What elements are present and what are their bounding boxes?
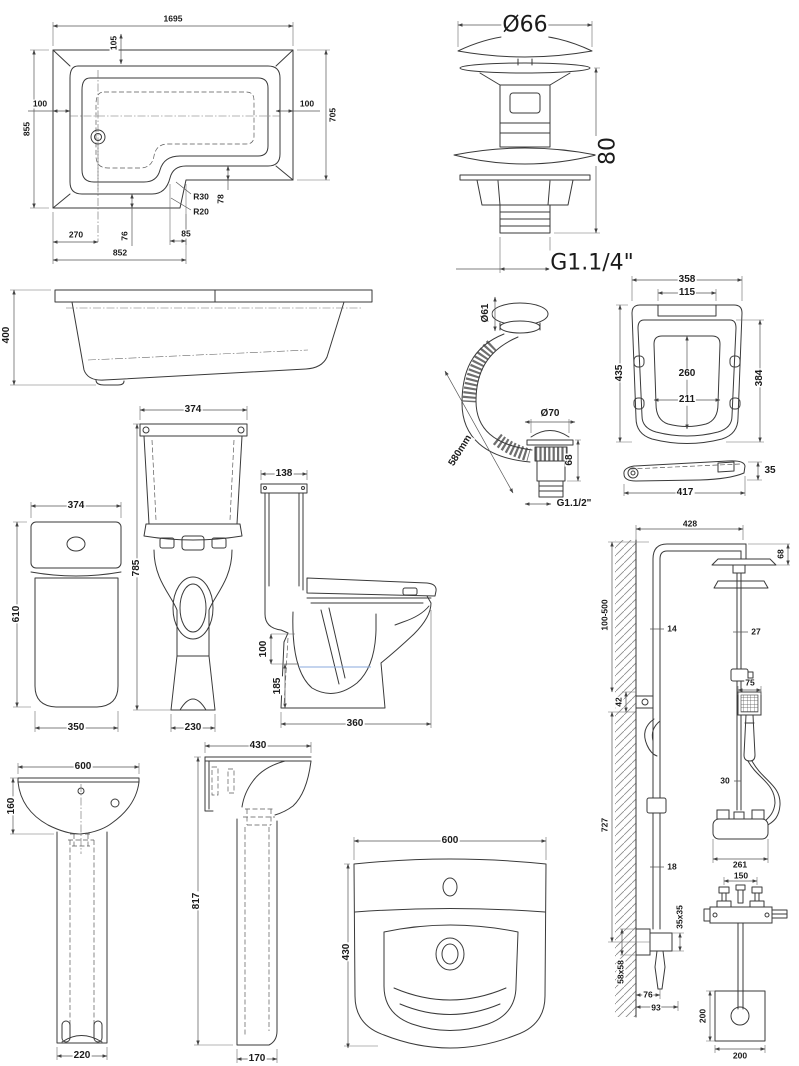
dim-basin-depth: 430 [248,739,268,752]
dim-toilet-height: 785 [130,558,143,578]
toilet-seat-drawing [616,276,764,496]
toilet-front-drawing [133,406,248,732]
bath-overflow-drawing [444,296,581,506]
dim-bath-rim-bottom: 76 [119,230,130,242]
dim-toilet-rear-base: 350 [66,721,86,734]
dim-toilet-rear-height: 610 [10,604,23,624]
dim-bath-rim-step: 78 [215,193,226,205]
dim-bath-radius-outer: R30 [192,191,210,202]
basin-plan-drawing [344,837,547,1049]
dim-shower-head-drop: 68 [775,548,786,560]
dim-seat-hinge-centres: 115 [677,286,697,299]
dim-bath-right-height: 705 [327,106,338,124]
dim-shower-column-dia: 27 [750,626,762,637]
dim-toilet-rear-width: 374 [66,499,86,512]
dim-shower-lower-height: 727 [599,816,610,834]
dim-seat-lid-depth: 384 [753,368,766,388]
dim-bath-length: 1695 [162,13,184,24]
dim-bath-rim-top: 105 [108,34,119,52]
basin-pedestal-side-drawing [194,742,312,1063]
bath-plan-drawing [28,22,330,264]
basin-pedestal-front-view: 600 160 220 [5,750,143,1066]
dim-shower-arm-reach: 428 [681,518,699,529]
dim-pedestal-width: 220 [72,1049,92,1062]
dim-shower-handset-width: 75 [744,677,756,688]
dim-pan-depth: 360 [345,717,365,730]
dim-waste-thread: G1.1/4" [549,250,635,276]
dim-shower-floor-box-width: 200 [731,1050,749,1061]
dim-seat-depth: 435 [613,363,626,383]
dim-bath-drain-offset: 270 [67,229,85,240]
toilet-rear-view: 374 610 350 [8,492,128,744]
dim-basin-height: 817 [190,891,203,911]
dim-shower-valve-width: 261 [731,859,749,870]
dim-basin-width: 600 [73,760,93,773]
dim-waste-height: 80 [595,136,621,166]
shower-system-view: 428 68 100-500 14 27 42 75 30 727 18 35x… [600,515,799,1066]
dim-bath-step-width: 85 [180,228,192,239]
shower-system-drawing [608,525,790,1053]
dim-overflow-diameter: Ø61 [479,302,492,324]
dim-toilet-width: 374 [183,403,203,416]
dim-shower-lower-riser-dia: 18 [666,861,678,872]
dim-bath-rim-right: 100 [298,98,316,109]
dim-shower-handle-centres: 150 [732,870,750,881]
dim-shower-floor-box-depth: 200 [697,1007,708,1025]
bath-plan-view: 1695 105 855 100 100 705 R30 R20 78 270 … [8,8,393,274]
dim-seat-width: 358 [677,273,697,286]
dim-shower-union: 35x35 [674,904,685,930]
dim-bath-rim-left: 100 [31,98,49,109]
dim-bathwaste-diameter: Ø70 [539,407,561,420]
toilet-side-view: 138 100 185 360 [255,462,455,740]
bath-side-drawing [10,289,373,386]
dim-shower-outlet-offset-a: 76 [642,989,654,1000]
dim-basin-plan-depth: 430 [340,942,353,962]
dim-waste-diameter: Ø66 [501,12,549,38]
dim-bath-height: 400 [0,325,13,345]
dim-seat-bowl-width: 211 [677,393,697,406]
dim-seat-side-length: 417 [675,486,695,499]
toilet-side-drawing [260,470,437,728]
dim-basin-bowl-depth: 160 [5,796,18,816]
basin-waste-view: Ø66 80 G1.1/4" [420,5,635,285]
dim-bath-left-height: 855 [21,120,32,138]
basin-pedestal-front-drawing [10,763,140,1060]
dim-pedestal-depth: 170 [247,1052,267,1065]
dim-water-height: 185 [271,676,284,696]
dim-shower-hose-dia: 30 [719,775,731,786]
basin-pedestal-side-view: 430 817 170 [185,735,315,1066]
dim-basin-plan-width: 600 [440,834,460,847]
dim-seat-bowl-depth: 260 [677,367,697,380]
dim-bath-left-section: 852 [111,247,129,258]
dim-shower-outlet-offset-b: 93 [650,1002,662,1013]
dim-toilet-base-width: 230 [183,721,203,734]
dim-bathwaste-thread: G1.1/2" [555,497,593,510]
toilet-rear-drawing [13,502,122,732]
bath-overflow-view: Ø61 580mm Ø70 68 G1.1/2" [425,285,600,515]
dim-bath-radius-inner: R20 [192,206,210,217]
dim-shower-wall-plate: 58x58 [615,959,626,985]
dim-cistern-depth: 138 [274,467,294,480]
dim-bathwaste-height: 68 [563,453,576,467]
dim-shower-bracket: 42 [613,696,624,708]
dim-shower-riser-dia: 14 [666,623,678,634]
dim-rim-to-water: 100 [257,639,270,659]
toilet-seat-view: 358 115 435 260 211 384 417 35 [610,268,795,510]
basin-plan-view: 600 430 [340,828,560,1066]
dim-seat-side-height: 35 [763,464,777,477]
bath-side-view: 400 [0,282,395,394]
toilet-front-view: 374 785 230 [130,398,265,740]
dim-shower-adjustable-height: 100-500 [599,598,610,632]
